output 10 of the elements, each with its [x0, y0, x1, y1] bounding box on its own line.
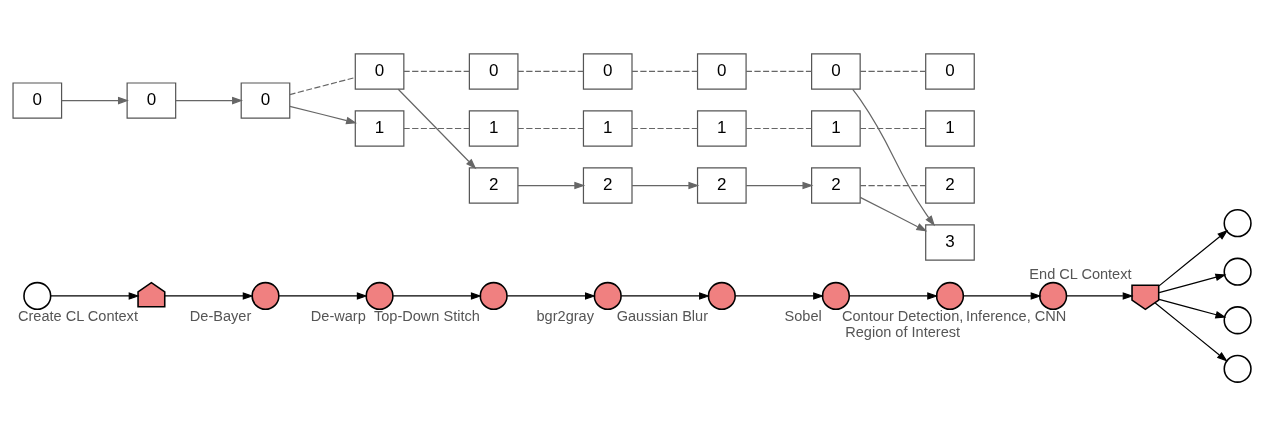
node-label: Top-Down Stitch	[373, 307, 480, 324]
node-label: Create CL Context	[18, 307, 138, 324]
node-label: Gaussian Blur	[616, 307, 709, 324]
node-label: End CL Context	[1029, 265, 1132, 282]
node-label: Sobel	[784, 307, 822, 324]
node-label: De-warp	[310, 307, 366, 324]
node-label: De-Bayer	[189, 307, 252, 324]
node-label: Inference, CNN	[965, 307, 1067, 324]
node-label: Contour Detection, Region of Interest	[841, 307, 964, 340]
node-label: bgr2gray	[536, 307, 594, 324]
